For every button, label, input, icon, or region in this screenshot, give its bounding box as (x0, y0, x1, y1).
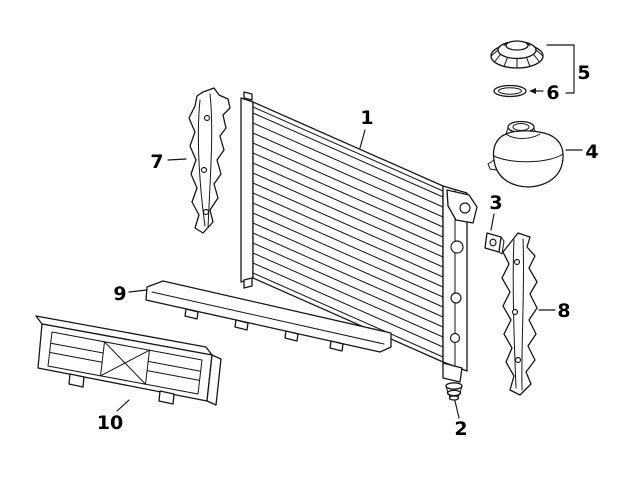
callout-3-leader (490, 213, 495, 231)
callout-5-label: 5 (577, 62, 590, 84)
callout-6-arrowhead (529, 88, 536, 94)
seal-ring-part (493, 84, 527, 98)
cap-ribs (490, 42, 544, 69)
callout-7: 7 (150, 151, 187, 173)
retainer-clip-part (484, 232, 505, 255)
radiator-part (240, 91, 478, 383)
callout-4: 4 (565, 141, 599, 163)
expansion-tank-part (487, 120, 564, 188)
callout-6: 6 (529, 82, 560, 104)
callout-8: 8 (538, 300, 571, 322)
callout-2: 2 (454, 400, 468, 440)
callout-3-label: 3 (489, 192, 502, 214)
tank-body (492, 130, 564, 188)
callout-1-leader (359, 129, 366, 149)
reservoir-cap-part (490, 40, 544, 69)
radiator-fins (252, 112, 444, 358)
duct-cross-brace (100, 341, 150, 385)
callout-4-label: 4 (585, 141, 598, 163)
callout-7-label: 7 (150, 151, 163, 173)
callout-10-leader (116, 399, 130, 412)
callout-1: 1 (359, 107, 374, 149)
left-air-guide-part (188, 87, 231, 234)
callout-7-leader (167, 158, 187, 161)
callout-6-label: 6 (546, 82, 559, 104)
callout-2-leader (454, 400, 460, 419)
mount-grommet-part (445, 382, 463, 401)
callout-8-label: 8 (557, 300, 570, 322)
callout-10: 10 (97, 399, 130, 434)
callout-10-label: 10 (97, 412, 123, 434)
upper-air-baffle-part (145, 280, 392, 353)
callout-9-label: 9 (113, 283, 126, 305)
callout-9: 9 (113, 283, 148, 305)
callout-5: 5 (546, 44, 591, 94)
callouts: 1 2 3 4 5 6 7 8 (97, 44, 599, 440)
duct-louvers (49, 342, 202, 381)
callout-5-bracket (546, 44, 575, 94)
callout-1-label: 1 (360, 107, 373, 129)
callout-3: 3 (489, 192, 503, 231)
lower-air-duct-part (35, 315, 222, 406)
callout-9-leader (128, 289, 148, 293)
radiator-left-header (240, 97, 254, 283)
right-air-guide-part (501, 232, 538, 396)
radiator-lower-mount (442, 362, 463, 383)
callout-2-label: 2 (454, 418, 467, 440)
